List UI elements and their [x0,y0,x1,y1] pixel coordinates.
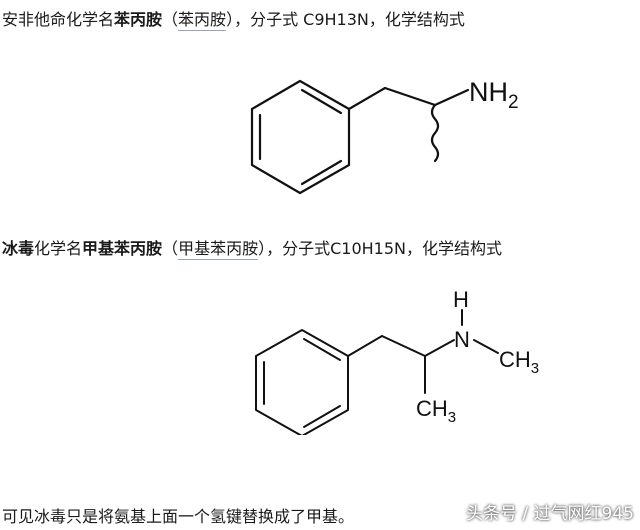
wavy-methyl-bond [430,103,440,163]
benzene-ring [250,79,351,195]
methamphetamine-link[interactable]: 甲基苯丙胺 [178,239,259,260]
amphetamine-structure: NH2 [250,77,519,195]
amphetamine-caption: 安非他命化学名苯丙胺（苯丙胺），分子式 C9H13N，化学结构式 [2,9,465,31]
amphetamine-intro: 安非他命化学名 [2,10,115,29]
methamphetamine-middle: 化学名 [34,239,83,258]
amine-group-label: NH2 [469,77,519,113]
amine-bond [424,339,455,357]
paren-close: ）， [258,239,283,258]
methamphetamine-formula: 分子式C10H15N，化学结构式 [282,239,502,258]
paren-close: ）， [226,10,251,29]
methamphetamine-caption: 冰毒化学名甲基苯丙胺（甲基苯丙胺），分子式C10H15N，化学结构式 [2,238,502,260]
methamphetamine-chemical-name: 甲基苯丙胺 [82,239,163,258]
hydrogen-label: H [453,287,469,312]
c-methyl-label: CH3 [416,396,456,426]
amphetamine-link[interactable]: 苯丙胺 [178,10,227,31]
benzene-ring [255,329,349,435]
ch2-bond [347,86,387,111]
chiral-bond [383,86,437,107]
methamphetamine-structure: H N CH3 CH3 [255,287,539,435]
n-methyl-bond [473,339,499,354]
amphetamine-formula: 分子式 C9H13N，化学结构式 [250,10,465,29]
watermark: 头条号 / 过气网红945 [466,504,634,524]
amphetamine-name: 苯丙胺 [114,10,163,29]
methamphetamine-name: 冰毒 [2,239,35,258]
nitrogen-label: N [454,327,470,352]
chiral-bond [381,335,426,357]
n-methyl-label: CH3 [499,347,539,377]
paren-open: （ [162,10,179,29]
conclusion-text: 可见冰毒只是将氨基上面一个氢键替换成了甲基。 [2,507,355,526]
amine-bond [433,88,470,107]
ch2-bond [347,335,383,357]
paren-open: （ [162,239,179,258]
